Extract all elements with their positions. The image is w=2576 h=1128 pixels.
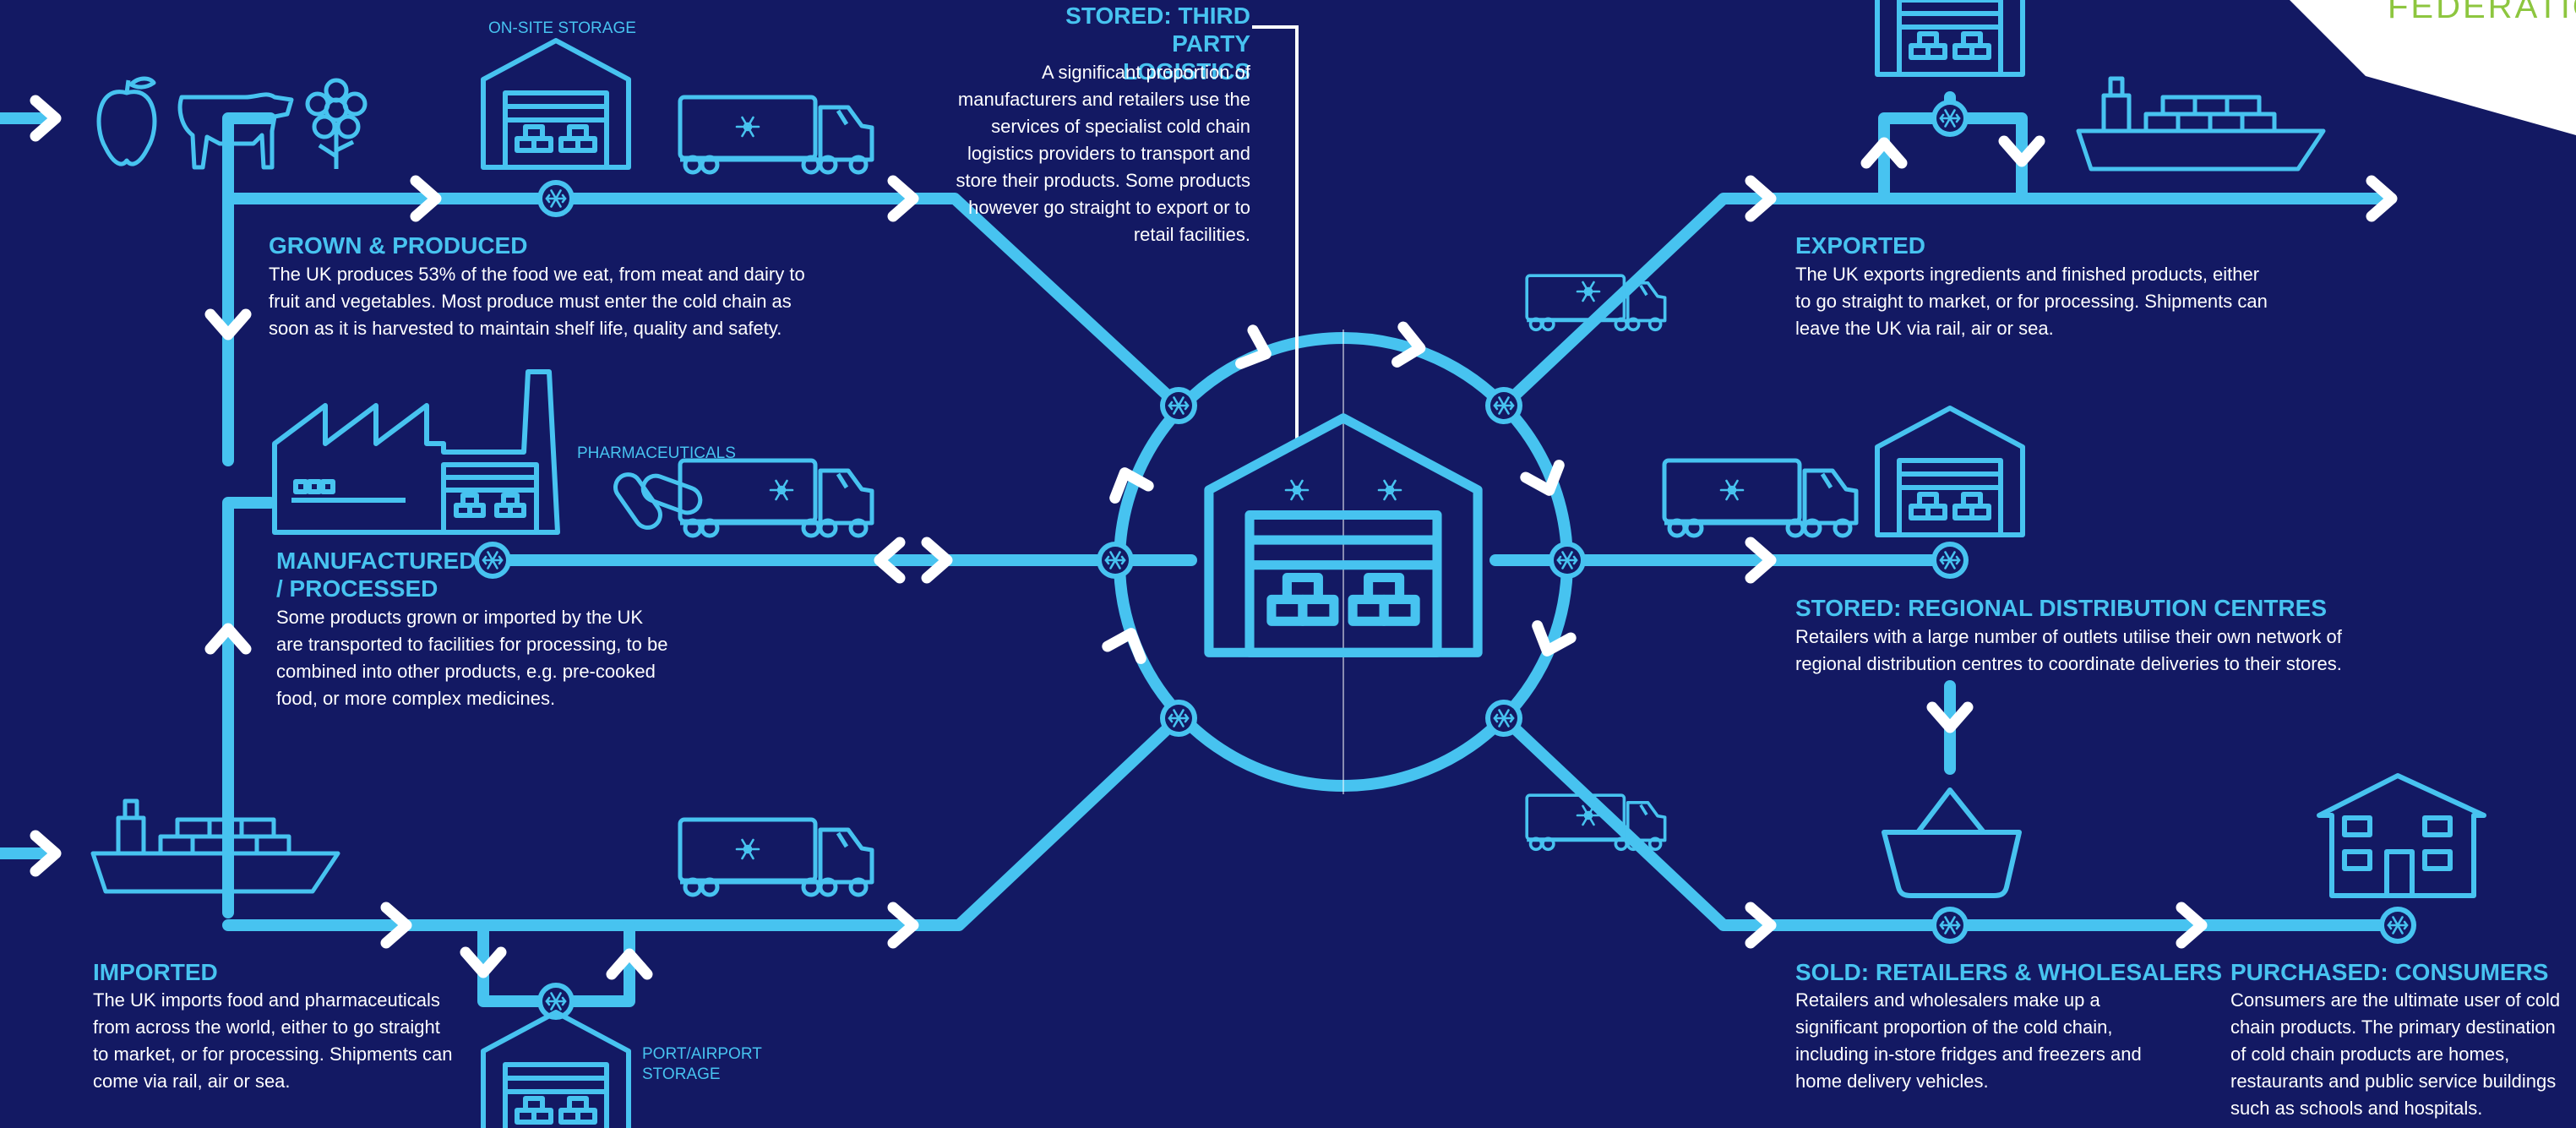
consumers-body: Consumers are the ultimate user of cold … — [2230, 989, 2561, 1119]
house-icon — [2317, 773, 2486, 898]
regional-distribution-body: Retailers with a large number of outlets… — [1795, 626, 2342, 674]
retailers-wholesalers-body: Retailers and wholesalers make up a sign… — [1795, 989, 2142, 1092]
manufactured-processed-heading: MANUFACTURED / PROCESSED — [276, 548, 477, 602]
consumers-heading: PURCHASED: CONSUMERS — [2230, 959, 2549, 985]
flower-icon — [305, 78, 368, 169]
snowflake-icon — [1377, 479, 1402, 501]
retailers-wholesalers-heading: SOLD: RETAILERS & WHOLESALERS — [1795, 959, 2223, 985]
onsite-storage-label: ON-SITE STORAGE — [488, 19, 636, 37]
factory-icon — [272, 369, 560, 535]
snowflake-icon — [1284, 479, 1310, 501]
cow-icon — [177, 92, 294, 170]
corner-logo-panel — [2290, 0, 2576, 135]
imported-body: The UK imports food and pharmaceuticals … — [93, 989, 453, 1092]
pill-icon — [613, 472, 703, 530]
port-airport-storage-label: PORT/AIRPORT STORAGE — [642, 1045, 762, 1083]
exported-heading: EXPORTED — [1795, 232, 1926, 259]
grown-produced-body: The UK produces 53% of the food we eat, … — [269, 264, 805, 339]
manufactured-processed-body: Some products grown or imported by the U… — [276, 607, 668, 709]
third-party-logistics-heading: STORED: THIRD PARTY LOGISTICS — [1065, 3, 1250, 84]
apple-icon — [96, 76, 157, 166]
grown-produced-heading: GROWN & PRODUCED — [269, 232, 528, 259]
exported-body: The UK exports ingredients and finished … — [1795, 264, 2268, 339]
third-party-logistics-body: A significant proportion of manufacturer… — [956, 62, 1251, 245]
pharmaceuticals-label: PHARMACEUTICALS — [577, 444, 736, 462]
imported-heading: IMPORTED — [93, 959, 218, 985]
regional-distribution-heading: STORED: REGIONAL DISTRIBUTION CENTRES — [1795, 595, 2328, 621]
shopping-basket-icon — [1882, 787, 2022, 898]
